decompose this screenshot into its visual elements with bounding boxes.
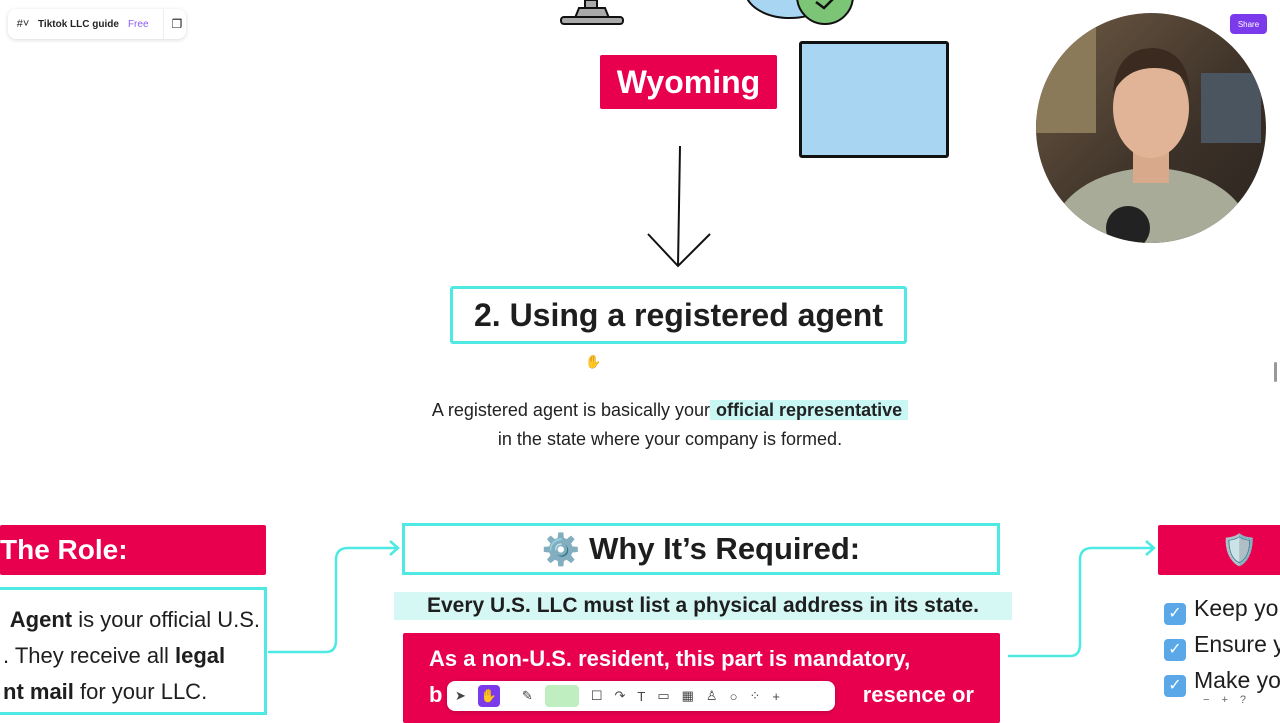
hand-cursor-icon: ✋	[585, 354, 602, 369]
why-highlight: Every U.S. LLC must list a physical addr…	[394, 592, 1012, 620]
section-title: 2. Using a registered agent	[450, 286, 907, 344]
file-menu-bar: #˅ Tiktok LLC guide Free ❐	[8, 9, 186, 39]
why-header: ⚙️ Why It’s Required:	[402, 523, 1000, 575]
webcam-overlay	[1036, 13, 1266, 243]
intro-before: A registered agent is basically your	[431, 400, 711, 420]
shield-icon: 🛡️	[1220, 533, 1258, 567]
checkbox-icon: ✓	[1164, 603, 1186, 625]
item-text: Make yo	[1194, 667, 1280, 693]
role-bold: nt mail	[3, 679, 74, 704]
intro-after: in the state where your company is forme…	[497, 429, 843, 449]
gear-icon: ⚙️	[541, 531, 581, 567]
role-text: . They receive all	[3, 643, 176, 668]
connector-icon[interactable]: ↷	[614, 688, 626, 703]
why-body-line: resence or	[862, 682, 974, 707]
plan-badge: Free	[127, 18, 149, 30]
shape-icon[interactable]: ☐	[590, 688, 603, 703]
why-title: Why It’s Required:	[589, 531, 861, 566]
presenter-video	[1036, 13, 1261, 243]
sticky-icon[interactable]: ▭	[657, 688, 670, 703]
stamp-icon[interactable]: ♙	[705, 688, 718, 703]
zoom-in-button[interactable]: +	[1221, 694, 1228, 706]
file-title[interactable]: Tiktok LLC guide	[38, 18, 119, 30]
share-button[interactable]: Share	[1230, 14, 1267, 34]
state-label: Wyoming	[600, 55, 777, 109]
intro-highlight: official representative	[710, 400, 909, 420]
checkbox-icon: ✓	[1164, 675, 1186, 697]
item-text: Ensure y	[1194, 631, 1280, 657]
stamp-illustration	[560, 0, 624, 25]
checkbox-icon: ✓	[1164, 639, 1186, 661]
role-body: Agent is your official U.S. . They recei…	[0, 587, 267, 715]
item-text: Keep yo	[1194, 595, 1279, 621]
benefit-list: ✓ Keep yo ✓ Ensure y ✓ Make yo	[1164, 590, 1280, 698]
divider	[162, 9, 164, 39]
cursor-icon[interactable]: ➤	[455, 688, 466, 703]
pen-icon[interactable]: ✎	[521, 688, 533, 703]
down-arrow	[647, 145, 711, 268]
widgets-icon[interactable]: ⁘	[749, 688, 761, 703]
role-bold: legal	[175, 643, 226, 668]
figma-icon[interactable]: #˅	[16, 18, 30, 30]
state-shape	[799, 41, 949, 158]
list-item: ✓ Keep yo	[1164, 590, 1280, 626]
zoom-out-button[interactable]: −	[1203, 694, 1210, 706]
list-item: ✓ Ensure y	[1164, 626, 1280, 662]
scrollbar[interactable]	[1274, 362, 1277, 382]
connector-role-why	[268, 540, 400, 654]
connector-why-right	[1008, 540, 1156, 658]
why-body: As a non-U.S. resident, this part is man…	[403, 633, 1000, 723]
text-icon[interactable]: T	[637, 688, 646, 704]
help-button[interactable]: ?	[1239, 694, 1246, 706]
table-icon[interactable]: ▦	[681, 688, 694, 703]
comment-icon[interactable]: ○	[729, 688, 738, 704]
list-item: ✓ Make yo	[1164, 662, 1280, 698]
role-bold: Agent	[9, 607, 73, 632]
role-text: is your official U.S.	[72, 607, 260, 632]
globe-check-illustration	[746, 0, 854, 25]
role-header: The Role:	[0, 525, 266, 575]
why-body-line: b	[429, 682, 443, 707]
zoom-controls: − + ?	[1203, 694, 1246, 706]
plus-icon[interactable]: +	[772, 688, 780, 704]
why-body-line: As a non-U.S. resident, this part is man…	[429, 646, 911, 671]
role-text: for your LLC.	[73, 679, 208, 704]
highlighter-icon[interactable]	[544, 685, 579, 707]
hand-icon[interactable]: ✋	[477, 685, 500, 707]
bottom-toolbar: ➤ ✋ ✎ ☐ ↷ T ▭ ▦ ♙ ○ ⁘ +	[447, 681, 835, 711]
protection-header: 🛡️	[1158, 525, 1280, 575]
pages-icon[interactable]: ❐	[171, 17, 183, 31]
